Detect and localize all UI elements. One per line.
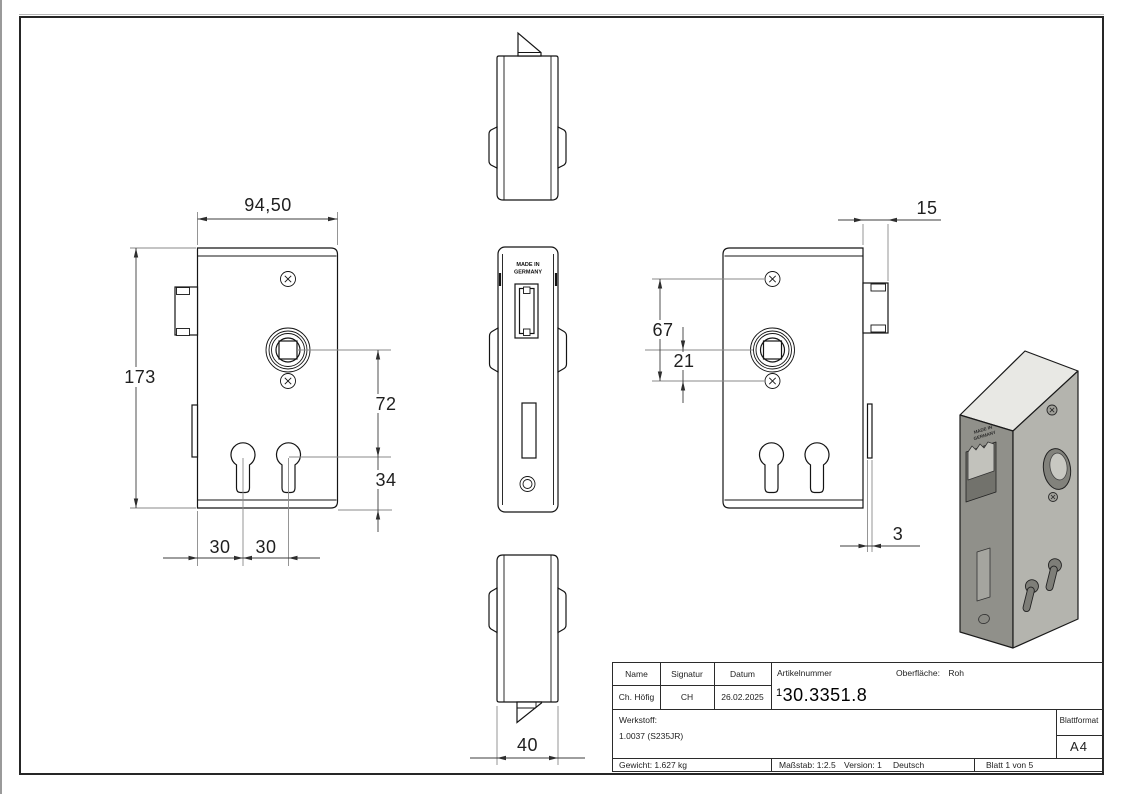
side-view: MADE IN GERMANY — [488, 246, 568, 513]
blattformat-value: A4 — [1070, 739, 1088, 754]
dim-spindle-keyhole-text: 72 — [375, 394, 396, 414]
front-screw-bottom — [280, 373, 296, 389]
iso-keyhole-left — [1022, 579, 1039, 613]
titleblock-divider — [1056, 709, 1057, 758]
dim-key-right-text: 30 — [255, 537, 276, 557]
bottom-body — [496, 554, 559, 703]
titleblock-divider — [771, 758, 772, 771]
iso-keyhole-right — [1045, 558, 1062, 592]
back-body — [722, 247, 864, 509]
titleblock-divider — [771, 663, 772, 709]
iso-side-face — [1012, 370, 1079, 649]
bottom-tab-right — [557, 586, 567, 634]
dim-key-left-text: 30 — [209, 537, 230, 557]
side-body — [497, 246, 559, 513]
side-bottom-hole — [519, 476, 536, 492]
titleblock-divider — [974, 758, 975, 771]
title-block: Name Signatur Datum Artikelnummer Oberfl… — [612, 662, 1104, 772]
frame-shadow — [19, 14, 1104, 15]
bottom-view: 40 — [470, 554, 585, 765]
dim-back-67-21: 67 21 — [645, 278, 764, 403]
back-side-tab — [866, 403, 873, 459]
dim-back-latch: 15 — [838, 198, 941, 281]
front-view: 94,50 173 — [121, 195, 400, 566]
dim-bottom-depth: 40 — [470, 706, 585, 765]
dim-front-height: 173 — [121, 247, 196, 509]
side-lower-slot — [521, 402, 537, 459]
gewicht: Gewicht: 1.627 kg — [619, 760, 688, 770]
dim-back-plate: 3 — [840, 460, 920, 552]
iso-stamp-line2: GERMANY — [973, 430, 996, 442]
signatur-value: CH — [680, 692, 694, 702]
oberflaeche: Oberfläche: Roh — [896, 668, 964, 678]
dim-front-width-text: 94,50 — [244, 195, 292, 215]
datum-value: 26.02.2025 — [721, 692, 764, 702]
back-keyhole-left — [758, 442, 785, 494]
dim-plate-text: 3 — [893, 524, 904, 544]
top-body — [496, 55, 559, 201]
made-in-stamp-line1: MADE IN — [516, 262, 539, 268]
bottom-latch — [516, 701, 543, 724]
titleblock-divider — [714, 663, 715, 709]
dim-spindle-screw-text: 21 — [673, 351, 694, 371]
signatur-label: Signatur — [671, 669, 703, 679]
iso-view: MADE IN GERMANY — [959, 350, 1079, 649]
titleblock-divider — [1056, 735, 1102, 736]
iso-latch — [967, 441, 995, 481]
version: Version: 1 — [844, 760, 882, 770]
name-label: Name — [625, 669, 648, 679]
titleblock-divider — [660, 663, 661, 709]
massstab: Maßstab: 1:2.5 — [779, 760, 836, 770]
titleblock-divider — [613, 685, 771, 686]
top-view — [488, 31, 567, 201]
datum-label: Datum — [729, 669, 756, 679]
iso-bottom-hole — [978, 614, 990, 624]
iso-lower-slot — [976, 547, 991, 602]
artikelnummer-prefix: 1 — [776, 687, 783, 699]
dim-front-width: 94,50 — [197, 195, 338, 245]
dim-screws-text: 67 — [652, 320, 673, 340]
oberflaeche-label: Oberfläche: — [896, 668, 940, 678]
artikelnummer-main: 30.3351.8 — [782, 685, 868, 705]
front-side-tab — [191, 404, 199, 458]
front-body — [196, 247, 339, 509]
top-tab-left — [488, 126, 498, 169]
dim-depth-text: 40 — [517, 735, 538, 755]
made-in-stamp-line2: GERMANY — [514, 270, 542, 276]
werkstoff-label: Werkstoff: — [619, 715, 657, 725]
side-latch-slot — [514, 283, 539, 339]
oberflaeche-value: Roh — [948, 668, 964, 678]
titleblock-divider — [613, 758, 1102, 759]
drawing-frame — [19, 16, 1104, 775]
back-screw-top — [764, 271, 781, 287]
name-value: Ch. Höfig — [618, 692, 655, 702]
back-keyhole-right — [804, 442, 830, 494]
sprache: Deutsch — [893, 760, 925, 770]
artikelnummer-label: Artikelnummer — [777, 668, 832, 678]
iso-screw-top — [1046, 404, 1058, 416]
artikelnummer-value: 130.3351.8 — [776, 685, 867, 706]
dim-keyhole-bottom-text: 34 — [375, 470, 396, 490]
werkstoff-value: 1.0037 (S235JR) — [619, 731, 684, 741]
side-tab-left — [488, 326, 499, 374]
iso-cylinder-collar — [1042, 448, 1072, 490]
dim-latch-text: 15 — [916, 198, 937, 218]
top-tab-right — [557, 126, 567, 169]
side-tab-right — [557, 326, 568, 374]
dim-front-keyhole-spacing: 30 30 — [163, 458, 320, 566]
dim-front-72-34: 72 34 — [289, 349, 400, 532]
blatt: Blatt 1 von 5 — [986, 760, 1034, 770]
viewport-left-edge — [0, 0, 2, 794]
titleblock-divider — [613, 709, 1102, 710]
bottom-tab-left — [488, 586, 498, 634]
iso-screw-bottom — [1048, 492, 1058, 502]
iso-stamp-line1: MADE IN — [973, 424, 993, 434]
back-view: 15 67 21 — [645, 198, 941, 552]
back-screw-bottom — [764, 373, 781, 389]
front-screw-top — [280, 271, 296, 287]
dim-front-height-text: 173 — [124, 367, 156, 387]
blattformat-label: Blattformat — [1059, 716, 1099, 725]
